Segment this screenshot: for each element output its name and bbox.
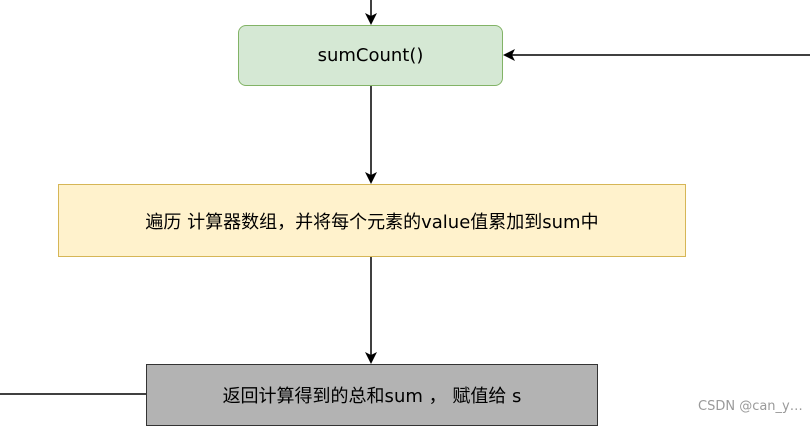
sumcount-node: sumCount() <box>238 25 503 86</box>
return-sum-node: 返回计算得到的总和sum ， 赋值给 s <box>146 364 598 426</box>
csdn-watermark: CSDN @can_y… <box>698 399 803 414</box>
traverse-array-node: 遍历 计算器数组，并将每个元素的value值累加到sum中 <box>58 184 686 257</box>
sumcount-node-label: sumCount() <box>317 45 424 66</box>
traverse-array-node-label: 遍历 计算器数组，并将每个元素的value值累加到sum中 <box>145 211 599 233</box>
return-sum-node-label: 返回计算得到的总和sum ， 赋值给 s <box>222 386 522 407</box>
